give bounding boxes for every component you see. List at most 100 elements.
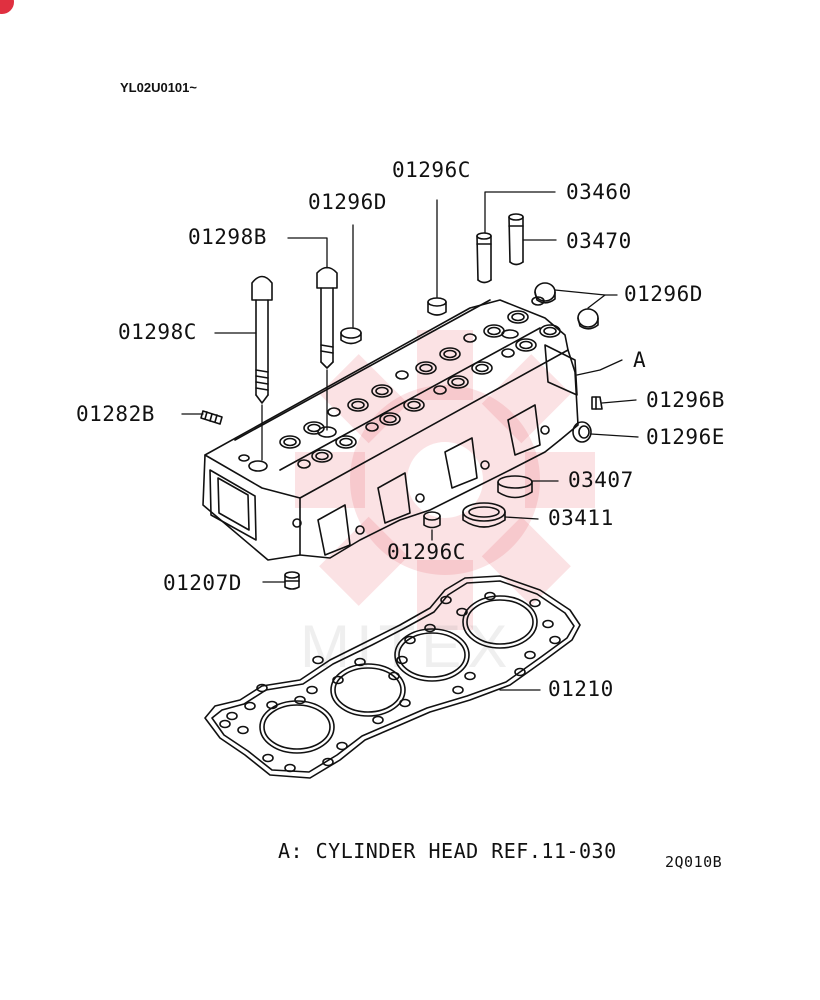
gasket-holes bbox=[219, 591, 561, 773]
hole bbox=[371, 384, 393, 398]
hole bbox=[466, 599, 534, 645]
hole bbox=[297, 459, 311, 469]
ring-03407 bbox=[497, 475, 533, 499]
hole bbox=[266, 700, 278, 710]
part-label-01298C: 01298C bbox=[118, 320, 197, 344]
hole bbox=[424, 623, 436, 633]
hole bbox=[237, 725, 249, 735]
ring-01296D-left bbox=[340, 327, 362, 345]
hole bbox=[332, 675, 344, 685]
hole bbox=[256, 683, 268, 693]
hole bbox=[283, 437, 297, 447]
tube-03470 bbox=[508, 213, 524, 266]
hole bbox=[330, 663, 406, 717]
hole bbox=[407, 400, 421, 410]
plug-01296C-top bbox=[427, 297, 447, 316]
hole bbox=[365, 422, 379, 432]
dowel-01207D bbox=[284, 571, 300, 590]
part-label-01282B: 01282B bbox=[76, 402, 155, 426]
hole bbox=[327, 407, 341, 417]
hole bbox=[501, 329, 519, 339]
part-label-03460: 03460 bbox=[566, 180, 632, 204]
figure-code: 2Q010B bbox=[665, 853, 723, 871]
serial-range-label: YL02U0101~ bbox=[120, 80, 197, 95]
pin-01282B bbox=[200, 410, 223, 425]
hole bbox=[396, 655, 408, 665]
part-label-01296D-left: 01296D bbox=[308, 190, 387, 214]
hole bbox=[336, 741, 348, 751]
hole bbox=[543, 326, 557, 336]
hole bbox=[244, 701, 256, 711]
hole bbox=[394, 628, 470, 682]
hole bbox=[306, 685, 318, 695]
hole bbox=[379, 412, 401, 426]
hole bbox=[383, 414, 397, 424]
hole bbox=[248, 460, 268, 472]
part-label-03411: 03411 bbox=[548, 506, 614, 530]
part-label-01298B: 01298B bbox=[188, 225, 267, 249]
hole bbox=[375, 386, 389, 396]
hole bbox=[507, 310, 529, 324]
part-label-01296E: 01296E bbox=[646, 425, 725, 449]
hole bbox=[238, 454, 250, 462]
hole bbox=[524, 650, 536, 660]
hole bbox=[219, 719, 231, 729]
part-label-01210: 01210 bbox=[548, 677, 614, 701]
hole bbox=[471, 361, 493, 375]
hole bbox=[322, 757, 334, 767]
hole bbox=[439, 347, 461, 361]
part-label-03470: 03470 bbox=[566, 229, 632, 253]
hole bbox=[312, 655, 324, 665]
hole bbox=[259, 700, 335, 754]
hole bbox=[549, 635, 561, 645]
head-bolt-01298C bbox=[251, 275, 273, 404]
hole bbox=[463, 333, 477, 343]
hole bbox=[262, 753, 274, 763]
hole bbox=[539, 324, 561, 338]
hole bbox=[475, 363, 489, 373]
hole bbox=[294, 695, 306, 705]
hole bbox=[501, 348, 515, 358]
hole bbox=[452, 685, 464, 695]
hole bbox=[515, 338, 537, 352]
part-label-03407: 03407 bbox=[568, 468, 634, 492]
hole bbox=[335, 435, 357, 449]
hole bbox=[451, 377, 465, 387]
hole bbox=[395, 370, 409, 380]
watermark-text: MITEX bbox=[300, 613, 514, 680]
hole bbox=[339, 437, 353, 447]
hole bbox=[484, 591, 496, 601]
hole bbox=[443, 349, 457, 359]
ring-03411 bbox=[462, 502, 506, 528]
hole bbox=[347, 398, 369, 412]
hole bbox=[284, 763, 296, 773]
hole bbox=[388, 671, 400, 681]
plug-01296B bbox=[591, 396, 603, 410]
plug-01296E bbox=[572, 421, 592, 443]
hole bbox=[226, 711, 238, 721]
hole bbox=[519, 340, 533, 350]
hole bbox=[404, 635, 416, 645]
hole bbox=[529, 598, 541, 608]
hole bbox=[433, 385, 447, 395]
hole bbox=[279, 435, 301, 449]
part-label-01296C-bottom: 01296C bbox=[387, 540, 466, 564]
hole bbox=[415, 361, 437, 375]
hole bbox=[403, 398, 425, 412]
hole bbox=[399, 698, 411, 708]
hole bbox=[462, 595, 538, 649]
hole bbox=[487, 326, 501, 336]
hole bbox=[440, 595, 452, 605]
hole bbox=[334, 667, 402, 713]
head-bolt-01298B bbox=[316, 266, 338, 369]
hole bbox=[311, 449, 333, 463]
leader-lines bbox=[181, 191, 639, 691]
hole bbox=[263, 704, 331, 750]
part-label-01207D: 01207D bbox=[163, 571, 242, 595]
hole bbox=[514, 667, 526, 677]
part-label-01296B: 01296B bbox=[646, 388, 725, 412]
hole bbox=[354, 657, 366, 667]
hole bbox=[456, 607, 468, 617]
plug-01296C-bottom bbox=[423, 511, 441, 529]
